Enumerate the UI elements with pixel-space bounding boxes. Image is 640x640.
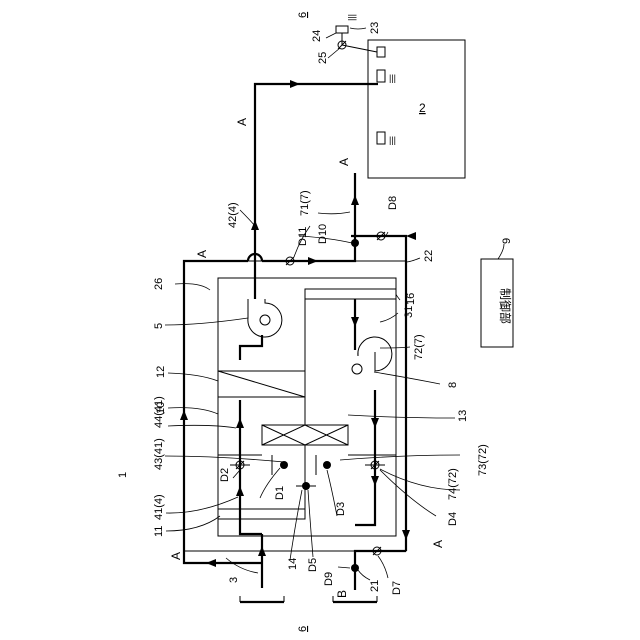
label-3: 3 xyxy=(228,577,240,583)
partitions xyxy=(218,299,396,509)
fan-8 xyxy=(352,337,392,374)
outer-housing xyxy=(184,261,406,551)
label-22: 22 xyxy=(423,250,435,262)
label-d1: D1 xyxy=(274,486,286,500)
label-d7: D7 xyxy=(391,581,403,595)
bypass-loop xyxy=(184,173,355,563)
label-d11: D11 xyxy=(297,227,309,246)
vent-marks-3: ||| xyxy=(348,14,358,21)
label-d8: D8 xyxy=(387,196,399,210)
filter-11 xyxy=(218,509,305,519)
controller-box: 制御部 xyxy=(481,259,513,347)
label-d2: D2 xyxy=(219,468,231,482)
label-13: 13 xyxy=(457,410,469,422)
label-23: 23 xyxy=(369,22,381,34)
label-31: 31 xyxy=(403,306,415,318)
label-d4: D4 xyxy=(447,512,459,526)
room-label: 2 xyxy=(419,101,426,115)
label-24: 24 xyxy=(311,30,323,42)
heat-exchanger-12 xyxy=(218,371,305,397)
label-12: 12 xyxy=(155,366,167,378)
label-16: 16 xyxy=(405,293,417,305)
diagram-labels: 1 3 5 6 6 8 9 10 11 12 13 14 16 21 22 23… xyxy=(117,12,513,632)
controller-label: 制御部 xyxy=(498,288,513,324)
label-a-right-bottom: A xyxy=(431,540,445,548)
vent-marks-2: ||| xyxy=(389,135,396,145)
damper-d3 xyxy=(316,455,331,475)
damper-d5 xyxy=(296,482,316,490)
label-a-top: A xyxy=(235,118,249,126)
label-14: 14 xyxy=(287,558,299,570)
room-box: 2 xyxy=(368,40,465,178)
label-73: 73(72) xyxy=(477,444,489,476)
damper-d10 xyxy=(351,239,359,247)
label-44: 44(41) xyxy=(153,396,165,428)
fan-5 xyxy=(248,299,282,337)
label-41: 41(4) xyxy=(153,494,165,520)
label-8: 8 xyxy=(447,382,459,388)
damper-d9 xyxy=(351,564,359,572)
label-d9: D9 xyxy=(323,572,335,586)
label-a-left: A xyxy=(169,552,183,560)
label-a-right-top: A xyxy=(337,158,351,166)
label-21: 21 xyxy=(369,580,381,592)
label-72: 72(7) xyxy=(413,334,425,360)
label-74: 74(72) xyxy=(447,468,459,500)
room-outlets: ||| ||| xyxy=(377,47,396,145)
label-9: 9 xyxy=(501,238,513,244)
label-25: 25 xyxy=(317,52,329,64)
filter-16 xyxy=(305,289,396,299)
label-6-bottom: 6 xyxy=(297,626,309,632)
label-43: 43(41) xyxy=(153,438,165,470)
label-d5: D5 xyxy=(307,558,319,572)
label-b-bottom: B xyxy=(335,590,349,598)
label-a-topleft: A xyxy=(195,250,209,258)
vent-marks-1: ||| xyxy=(389,73,396,83)
label-1: 1 xyxy=(117,472,129,478)
label-26: 26 xyxy=(153,278,165,290)
inlet-flanges xyxy=(240,596,377,602)
damper-d1 xyxy=(272,455,288,475)
label-5: 5 xyxy=(153,323,165,329)
label-d3: D3 xyxy=(335,502,347,516)
label-42: 42(4) xyxy=(227,202,239,228)
heat-exchanger-13 xyxy=(262,425,348,445)
label-6-top: 6 xyxy=(297,12,309,18)
label-d10: D10 xyxy=(317,224,329,244)
label-11: 11 xyxy=(153,526,165,537)
flow-arrows xyxy=(180,80,416,567)
label-71: 71(7) xyxy=(299,190,311,216)
